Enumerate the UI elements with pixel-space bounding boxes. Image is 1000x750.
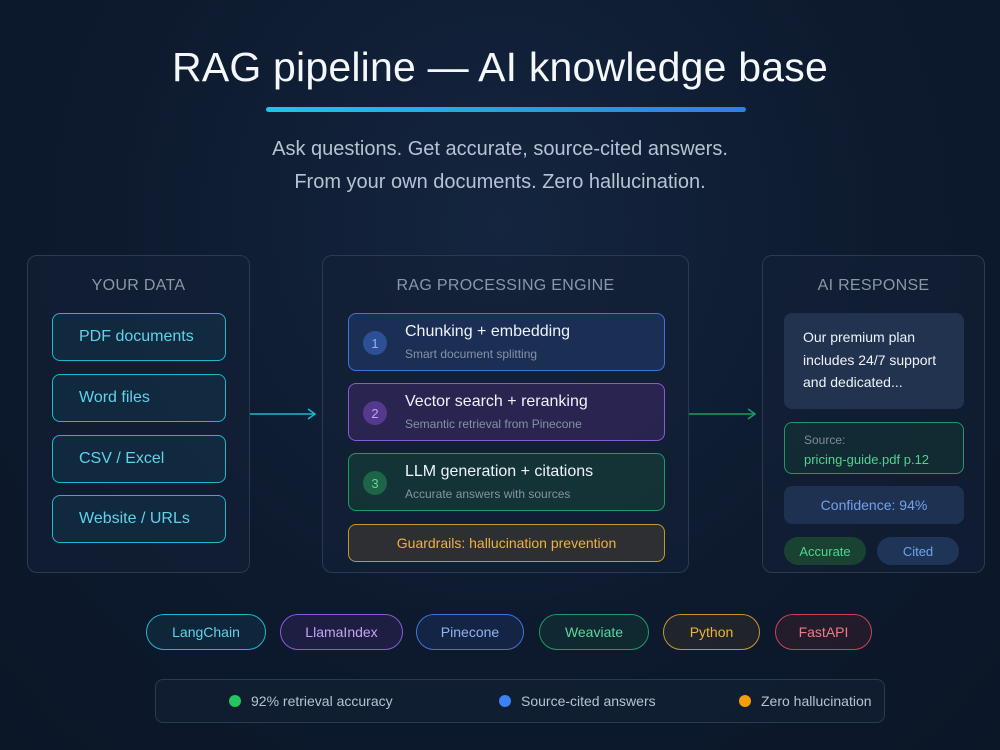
answer-bubble: Our premium plan includes 24/7 support a… [784,313,964,409]
source-value: pricing-guide.pdf p.12 [804,452,930,467]
tech-pill-pinecone: Pinecone [416,614,524,650]
orange-dot-icon [739,695,751,707]
stat-retrieval-accuracy: 92% retrieval accuracy [229,680,393,722]
source-pdf: PDF documents [52,313,226,361]
engine-panel: RAG PROCESSING ENGINE 1 Chunking + embed… [322,255,689,573]
source-csv: CSV / Excel [52,435,226,483]
source-website: Website / URLs [52,495,226,543]
arrow-right-icon [250,408,317,420]
stat-source-cited: Source-cited answers [499,680,656,722]
step-title: LLM generation + citations [405,463,594,480]
source-label: Source: [804,433,846,447]
tech-pill-llamaindex: LlamaIndex [280,614,403,650]
step-subtitle: Semantic retrieval from Pinecone [405,417,582,431]
accurate-badge: Accurate [784,537,866,565]
blue-dot-icon [499,695,511,707]
green-dot-icon [229,695,241,707]
tech-pill-langchain: LangChain [146,614,266,650]
data-panel-title: YOUR DATA [91,277,186,294]
answer-line: and dedicated... [803,374,903,390]
engine-panel-title: RAG PROCESSING ENGINE [396,277,615,294]
step-vector-search: 2 Vector search + reranking Semantic ret… [348,383,665,441]
tech-pill-python: Python [663,614,760,650]
guardrails-box: Guardrails: hallucination prevention [348,524,665,562]
step-subtitle: Smart document splitting [405,347,538,361]
page-title: RAG pipeline — AI knowledge base [172,44,828,90]
response-panel-title: AI RESPONSE [817,277,930,294]
step-title: Vector search + reranking [405,393,588,410]
step-chunking: 1 Chunking + embedding Smart document sp… [348,313,665,371]
subtitle-line-2: From your own documents. Zero hallucinat… [294,171,706,193]
tech-pill-weaviate: Weaviate [539,614,649,650]
stat-label: Zero hallucination [761,693,872,709]
step-number-badge: 3 [363,471,387,495]
step-subtitle: Accurate answers with sources [405,487,571,501]
stat-zero-hallucination: Zero hallucination [739,680,872,722]
step-number-badge: 2 [363,401,387,425]
answer-line: includes 24/7 support [803,351,937,368]
response-panel: AI RESPONSE Our premium plan includes 24… [762,255,985,573]
data-panel: YOUR DATA PDF documents Word files CSV /… [27,255,250,573]
answer-line: Our premium plan [803,329,916,345]
title-underline [266,107,746,112]
stat-label: Source-cited answers [521,693,656,709]
tech-pill-fastapi: FastAPI [775,614,872,650]
step-number-badge: 1 [363,331,387,355]
cited-badge: Cited [877,537,959,565]
source-word: Word files [52,374,226,422]
arrow-right-icon [689,408,757,420]
step-title: Chunking + embedding [405,323,571,340]
source-citation: Source: pricing-guide.pdf p.12 [784,422,964,474]
stat-label: 92% retrieval accuracy [251,693,393,709]
stats-bar: 92% retrieval accuracy Source-cited answ… [155,679,885,723]
confidence-score: Confidence: 94% [784,486,964,524]
step-llm-generation: 3 LLM generation + citations Accurate an… [348,453,665,511]
subtitle-line-1: Ask questions. Get accurate, source-cite… [272,138,728,160]
